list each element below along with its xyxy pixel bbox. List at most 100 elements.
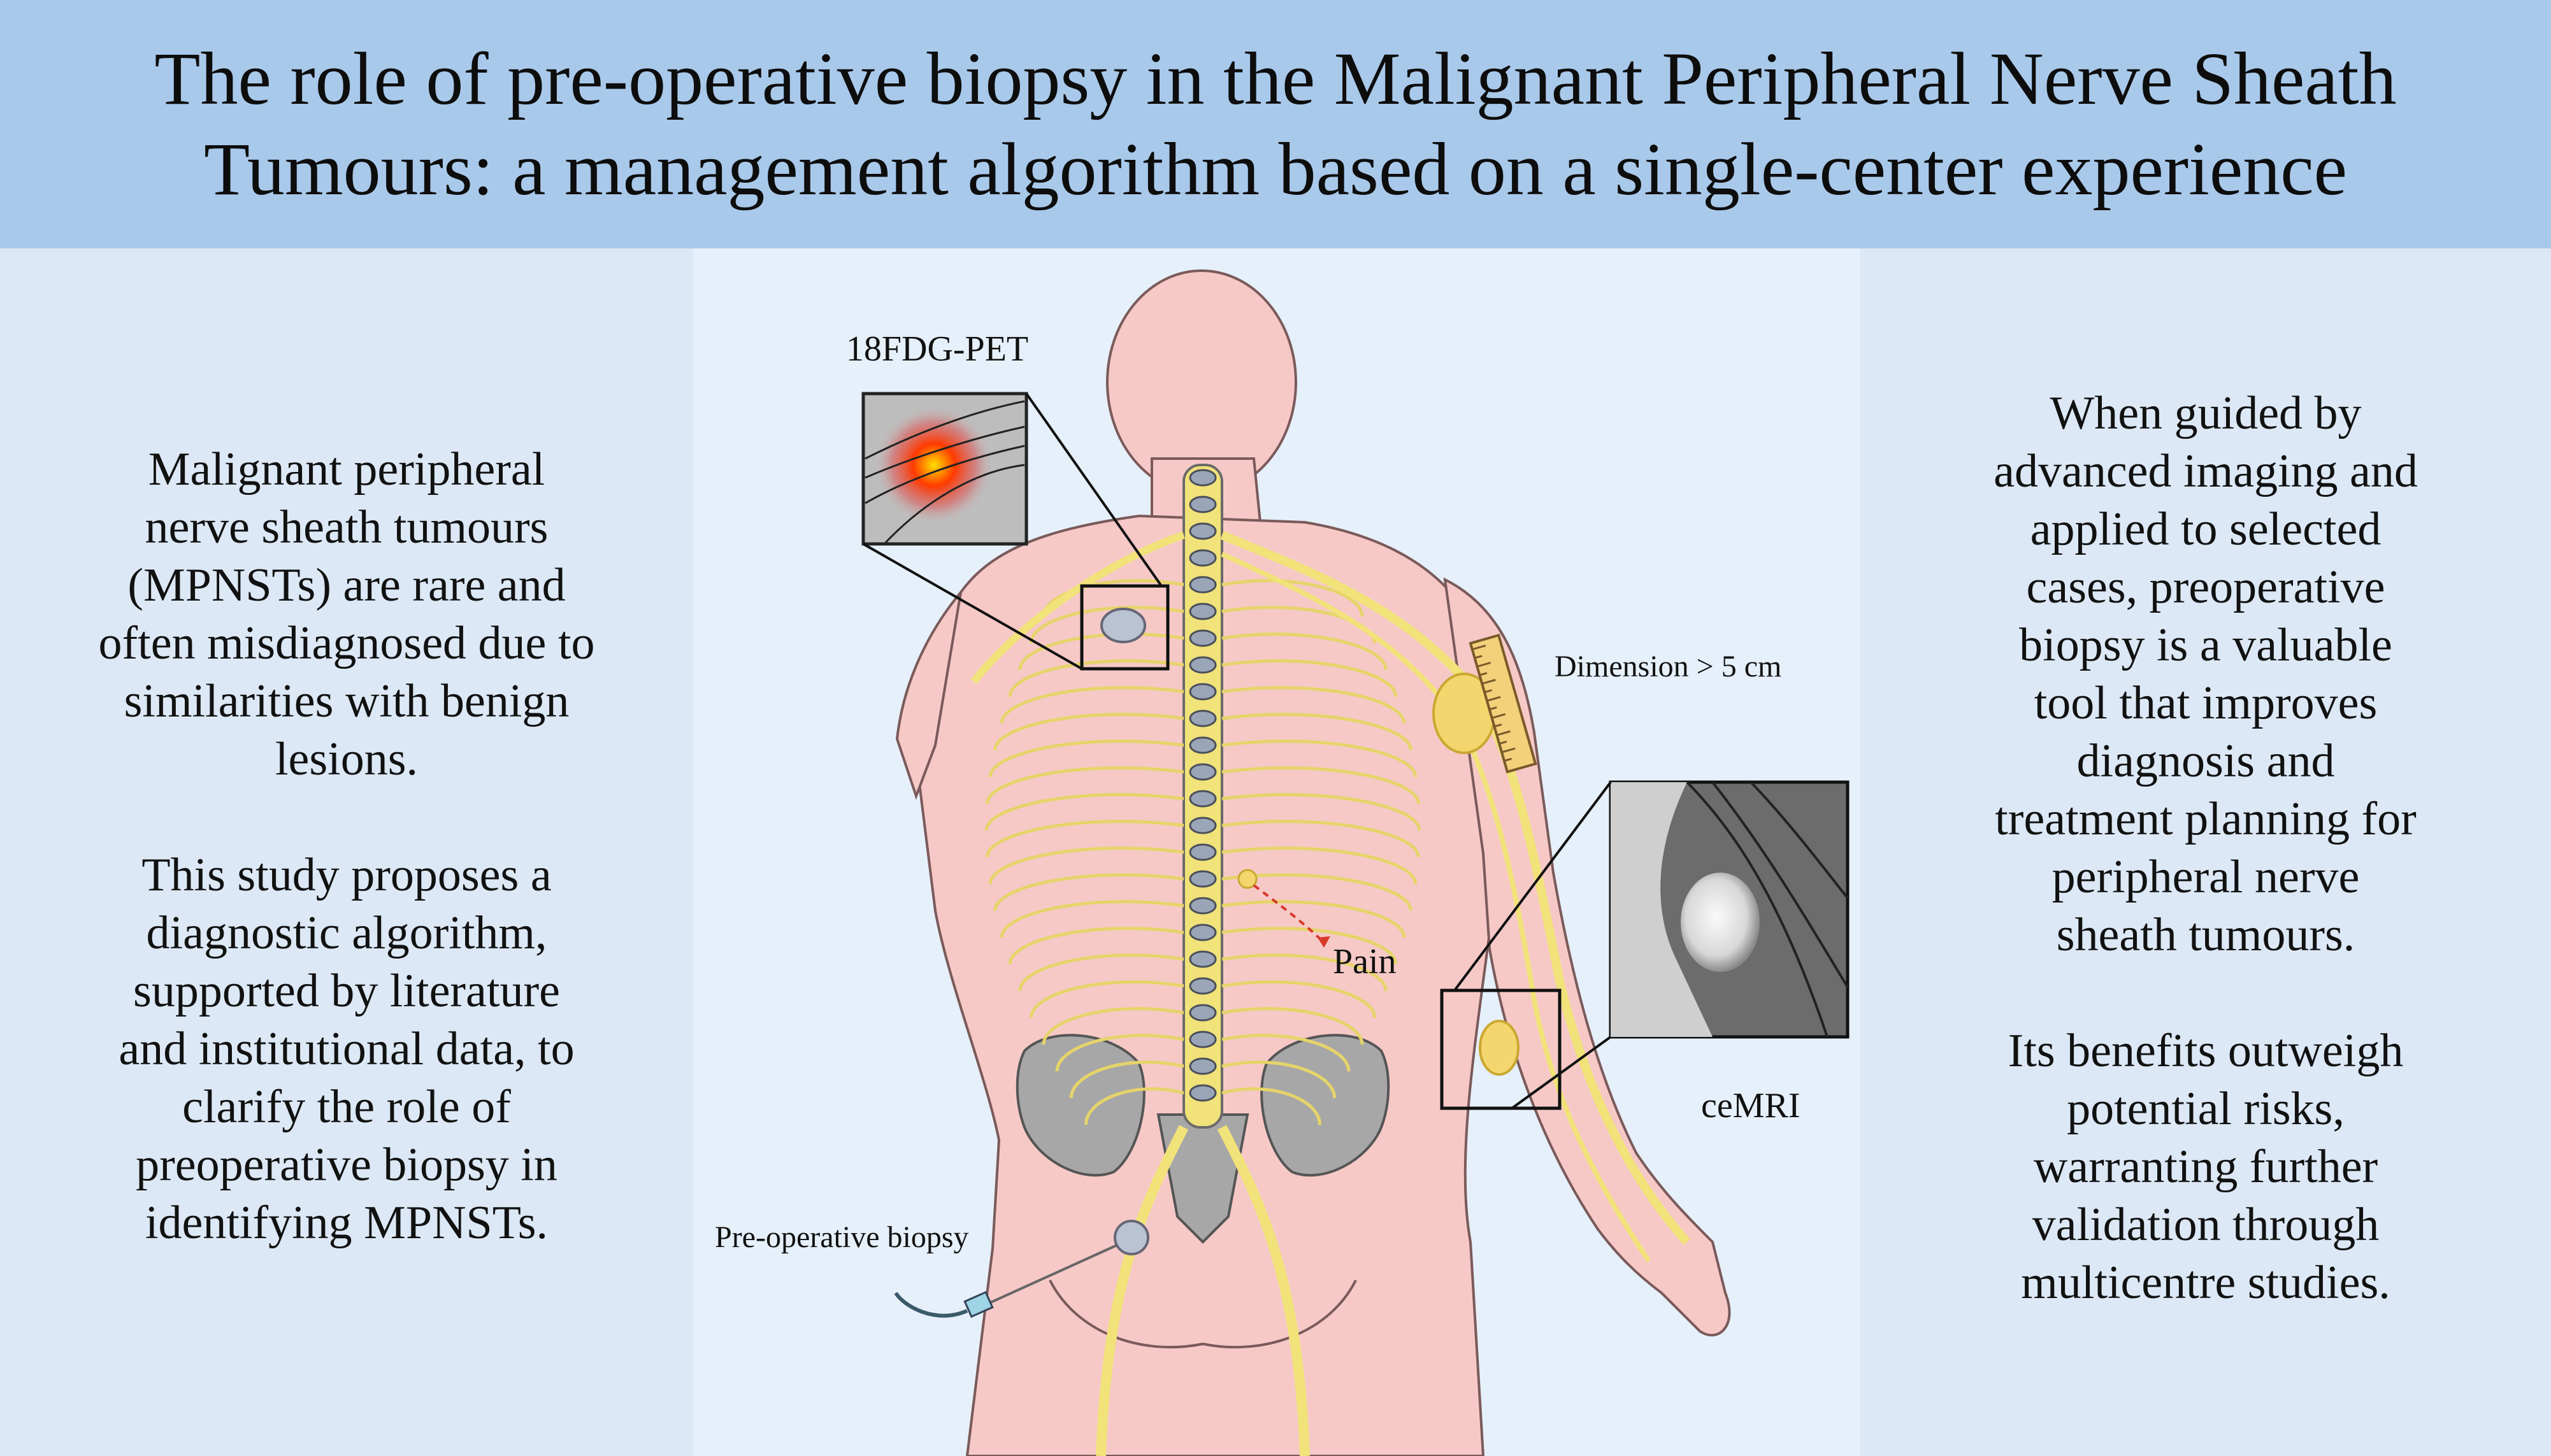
intercostal-nerve	[984, 793, 1184, 831]
pain-arrowhead-icon	[1318, 936, 1330, 948]
vertebra	[1189, 870, 1217, 888]
intercostal-nerve	[986, 820, 1184, 858]
text-line: biopsy is a valuable	[2019, 619, 2392, 671]
left-paragraph-1: Malignant peripheral nerve sheath tumour…	[38, 441, 655, 789]
sacrum	[1156, 1113, 1249, 1244]
text-line: cases, preoperative	[2026, 561, 2385, 613]
ruler-tick	[1496, 730, 1511, 736]
text-line: When guided by	[2050, 387, 2362, 439]
mri-inset	[1440, 780, 1850, 1110]
left-panel: Malignant peripheral nerve sheath tumour…	[0, 248, 693, 1456]
ruler-tick	[1501, 747, 1516, 753]
text-line: often misdiagnosed due to	[98, 617, 595, 669]
text-line: multicentre studies.	[2021, 1257, 2390, 1309]
right-shoulder	[895, 588, 963, 800]
ruler-tick	[1484, 689, 1492, 694]
ruler-tick	[1474, 655, 1483, 659]
forearm-tumour	[1479, 1020, 1520, 1076]
left-sciatic-nerve	[1217, 1125, 1310, 1456]
vertebra	[1189, 1031, 1217, 1048]
ruler-tick	[1504, 757, 1512, 762]
right-panel: When guided by advanced imaging and appl…	[1860, 248, 2551, 1456]
intercostal-nerve	[1221, 579, 1364, 617]
shoulder-tumour	[1100, 608, 1146, 643]
intercostal-nerve	[1221, 1087, 1321, 1125]
vertebrae	[1189, 469, 1217, 1102]
vertebra	[1189, 522, 1217, 540]
arm-nerve-branch	[1221, 552, 1651, 1263]
intercostal-nerve	[1018, 632, 1184, 671]
vertebra	[1189, 683, 1217, 701]
intercostal-nerve	[1221, 980, 1377, 1018]
intercostal-nerve	[988, 739, 1184, 778]
pet-zoom-line	[863, 543, 1082, 670]
intercostal-nerve	[1029, 606, 1184, 644]
label-pet: 18FDG-PET	[846, 329, 1028, 369]
intercostal-nerve	[1221, 713, 1412, 751]
vertebra	[1189, 790, 1217, 808]
vertebra	[1189, 1004, 1217, 1022]
intercostal-nerve	[1221, 739, 1418, 778]
vertebra	[1189, 1084, 1217, 1102]
intercostal-nerve	[1221, 927, 1398, 965]
intercostal-nerve	[1000, 686, 1184, 724]
intercostal-nerve	[1008, 659, 1184, 697]
pelvis	[1016, 1034, 1390, 1244]
gluteal-line	[1049, 1280, 1357, 1349]
text-line: sheath tumours.	[2056, 909, 2355, 961]
intercostal-nerve	[1221, 1034, 1351, 1072]
center-illustration-panel: 18FDG-PET Dimension > 5 cm Pain ceMRI Pr…	[693, 248, 1860, 1456]
gluteal-tumour	[1114, 1220, 1149, 1255]
intercostal-nerves	[984, 579, 1421, 1125]
intercostal-nerve	[1042, 1007, 1184, 1045]
pet-zoom-line	[1025, 392, 1163, 587]
intercostal-nerve	[1221, 793, 1421, 831]
text-line: Malignant peripheral	[148, 443, 545, 496]
text-line: advanced imaging and	[1994, 445, 2418, 497]
vertebra	[1189, 710, 1217, 727]
ruler-tick	[1494, 723, 1502, 728]
intercostal-nerve	[993, 713, 1184, 751]
text-line: diagnosis and	[2076, 735, 2335, 787]
spine	[1182, 464, 1223, 1129]
vertebra	[1189, 496, 1217, 513]
arm-nerve	[1220, 531, 1691, 1245]
intercostal-nerve	[1055, 1034, 1184, 1072]
vertebra	[1189, 843, 1217, 861]
text-line: peripheral nerve	[2052, 851, 2360, 903]
intercostal-nerve	[1221, 1060, 1337, 1099]
right-paragraph-1: When guided by advanced imaging and appl…	[1886, 385, 2526, 964]
biopsy-needle-icon	[894, 1244, 1117, 1318]
intercostal-nerve	[1018, 953, 1184, 992]
mri-tissue	[1611, 782, 1713, 1037]
text-line: supported by literature	[133, 965, 560, 1017]
pain-arrow	[1253, 884, 1325, 944]
mri-zoom-box	[1440, 989, 1562, 1110]
intercostal-nerve	[1069, 1060, 1184, 1099]
header-banner: The role of pre-operative biopsy in the …	[0, 0, 2551, 248]
ruler-tick	[1498, 740, 1507, 745]
text-line: preoperative biopsy in	[136, 1139, 557, 1191]
pet-zoom-box	[1080, 584, 1170, 671]
text-line: warranting further	[2033, 1141, 2378, 1193]
title-line-2: Tumours: a management algorithm based on…	[203, 127, 2348, 211]
vertebra	[1189, 763, 1217, 781]
pet-inset	[861, 392, 1170, 671]
intercostal-nerve	[1221, 820, 1420, 858]
text-line: tool that improves	[2034, 677, 2378, 729]
vertebra	[1189, 549, 1217, 567]
intercostal-nerve	[1221, 686, 1406, 724]
ruler-tick	[1481, 678, 1496, 685]
text-line: applied to selected	[2030, 503, 2382, 555]
text-line: similarities with benign	[124, 675, 570, 727]
ruler-tick	[1491, 713, 1506, 719]
intercostal-nerve	[988, 846, 1184, 885]
nerves	[970, 531, 1691, 1456]
anatomy-illustration: 18FDG-PET Dimension > 5 cm Pain ceMRI Pr…	[715, 269, 1850, 1456]
intercostal-nerve	[1084, 1087, 1184, 1125]
vertebra	[1189, 950, 1217, 968]
vertebra	[1189, 469, 1217, 487]
right-summary-text: When guided by advanced imaging and appl…	[1886, 385, 2526, 1312]
intercostal-nerve	[1221, 659, 1398, 697]
paragraph-gap	[1886, 964, 2526, 1022]
